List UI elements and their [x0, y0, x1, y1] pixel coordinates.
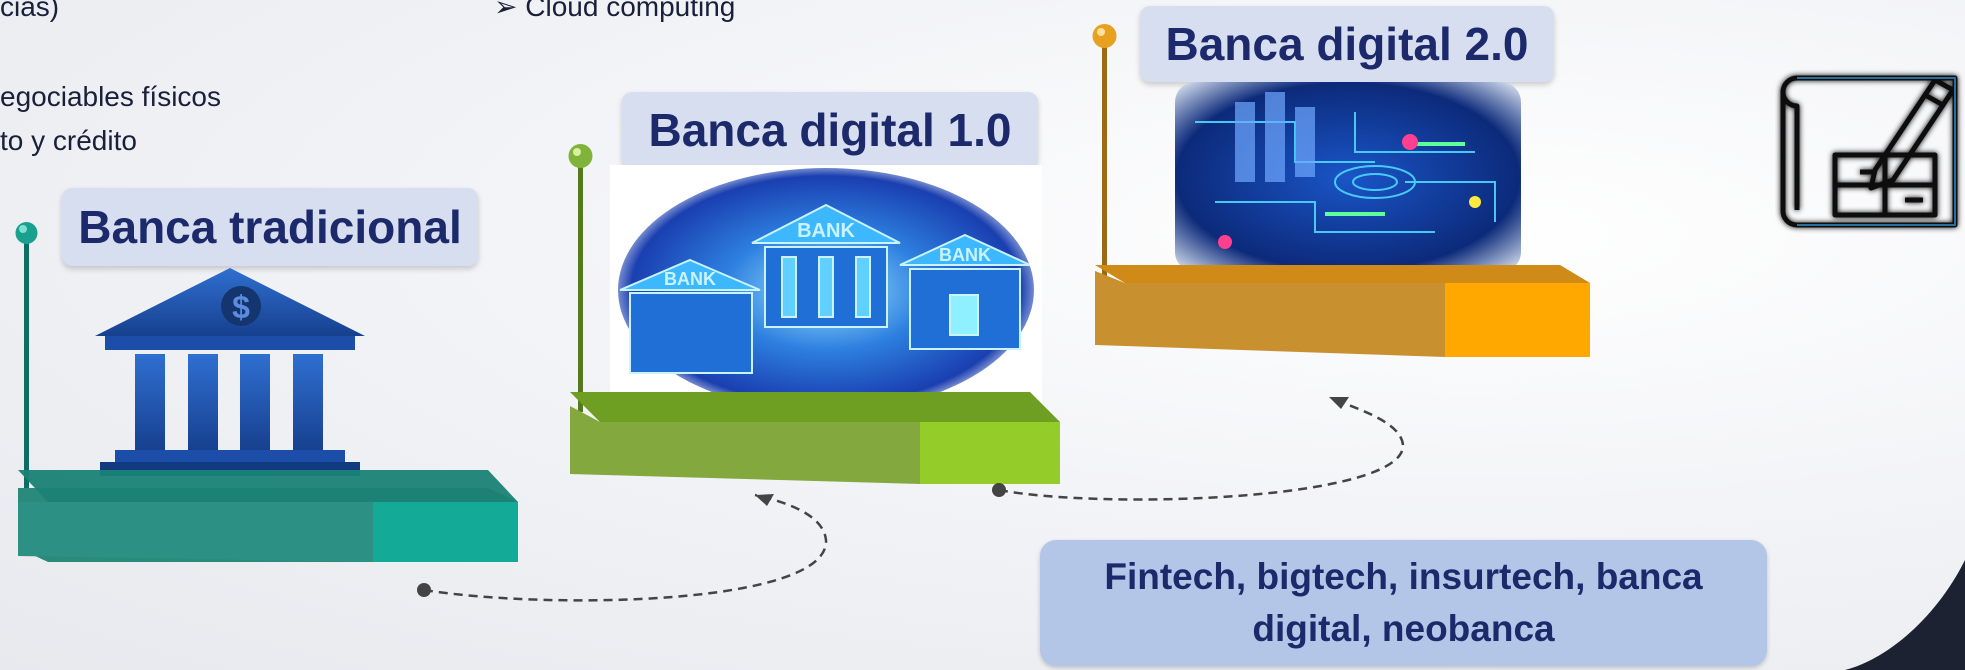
stage3-platform — [1095, 265, 1590, 357]
bank-columns-icon: $ — [95, 268, 365, 476]
bullet-arrow-icon: ➢ — [494, 0, 518, 22]
circuit-board-icon — [1175, 82, 1521, 272]
stage3-flagpole — [1092, 24, 1117, 286]
stage2-platform — [570, 392, 1060, 484]
blueprint-pencil-icon — [1780, 75, 1958, 228]
corner-decoration — [1845, 560, 1965, 670]
stage3-label: Banca digital 2.0 — [1140, 6, 1554, 82]
stage2-flagpole — [568, 144, 593, 412]
dollar-sign: $ — [232, 289, 250, 325]
bank-sign-1: BANK — [797, 220, 855, 242]
bottom-info-text: Fintech, bigtech, insurtech, banca digit… — [1104, 556, 1703, 649]
text-fragment-2: egociables físicos — [0, 81, 222, 112]
stage1-platform — [18, 470, 518, 562]
bottom-info-box: Fintech, bigtech, insurtech, banca digit… — [1040, 540, 1767, 666]
arrow-stage2-to-stage3 — [992, 397, 1405, 501]
digital-bank-buildings-icon: BANK BANK BANK — [610, 165, 1042, 405]
bullet-text: Cloud computing — [525, 0, 736, 22]
text-fragment-3: to y crédito — [0, 125, 137, 156]
stage1-label: Banca tradicional — [62, 188, 478, 266]
arrow-stage1-to-stage2 — [417, 493, 828, 602]
bullet-item: ➢ Cloud computing — [494, 0, 735, 26]
bank-sign-2: BANK — [664, 269, 716, 289]
bank-sign-3: BANK — [939, 245, 991, 265]
text-fragment-1: cias) — [0, 0, 60, 22]
stage1-flagpole — [15, 222, 38, 490]
stage2-label: Banca digital 1.0 — [622, 92, 1038, 168]
